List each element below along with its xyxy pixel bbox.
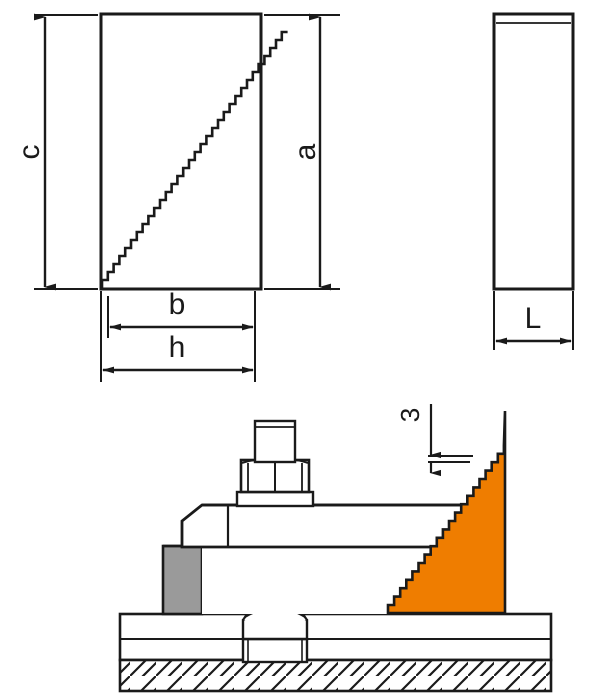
dim-label-c: c [13,145,46,160]
serrated-step-block-body [386,410,507,615]
side-view: L [492,12,575,350]
dim-label-pitch: 3 [395,408,425,422]
dim-label-b: b [169,288,186,321]
assembly-view: 3 [118,404,553,693]
pitch-callout: 3 [395,404,473,477]
machine-table-upper-slab [118,612,553,662]
front-view-serration [100,30,288,288]
dim-label-L: L [525,302,542,335]
stud-bolt-upper [253,419,297,464]
spacer-block [161,544,204,616]
t-nut-head [241,637,309,664]
front-view-block-outline [99,12,263,291]
machine-table-hatching [120,660,551,691]
hex-nut [239,458,311,494]
front-view: c a b h [13,12,340,382]
flat-washer [235,490,315,508]
dim-label-h: h [169,331,186,364]
serrated-step-block [386,410,507,615]
side-view-block-outline [492,12,575,291]
dim-label-a: a [289,143,322,160]
machine-table [118,612,553,693]
clamp-bar [180,503,502,549]
